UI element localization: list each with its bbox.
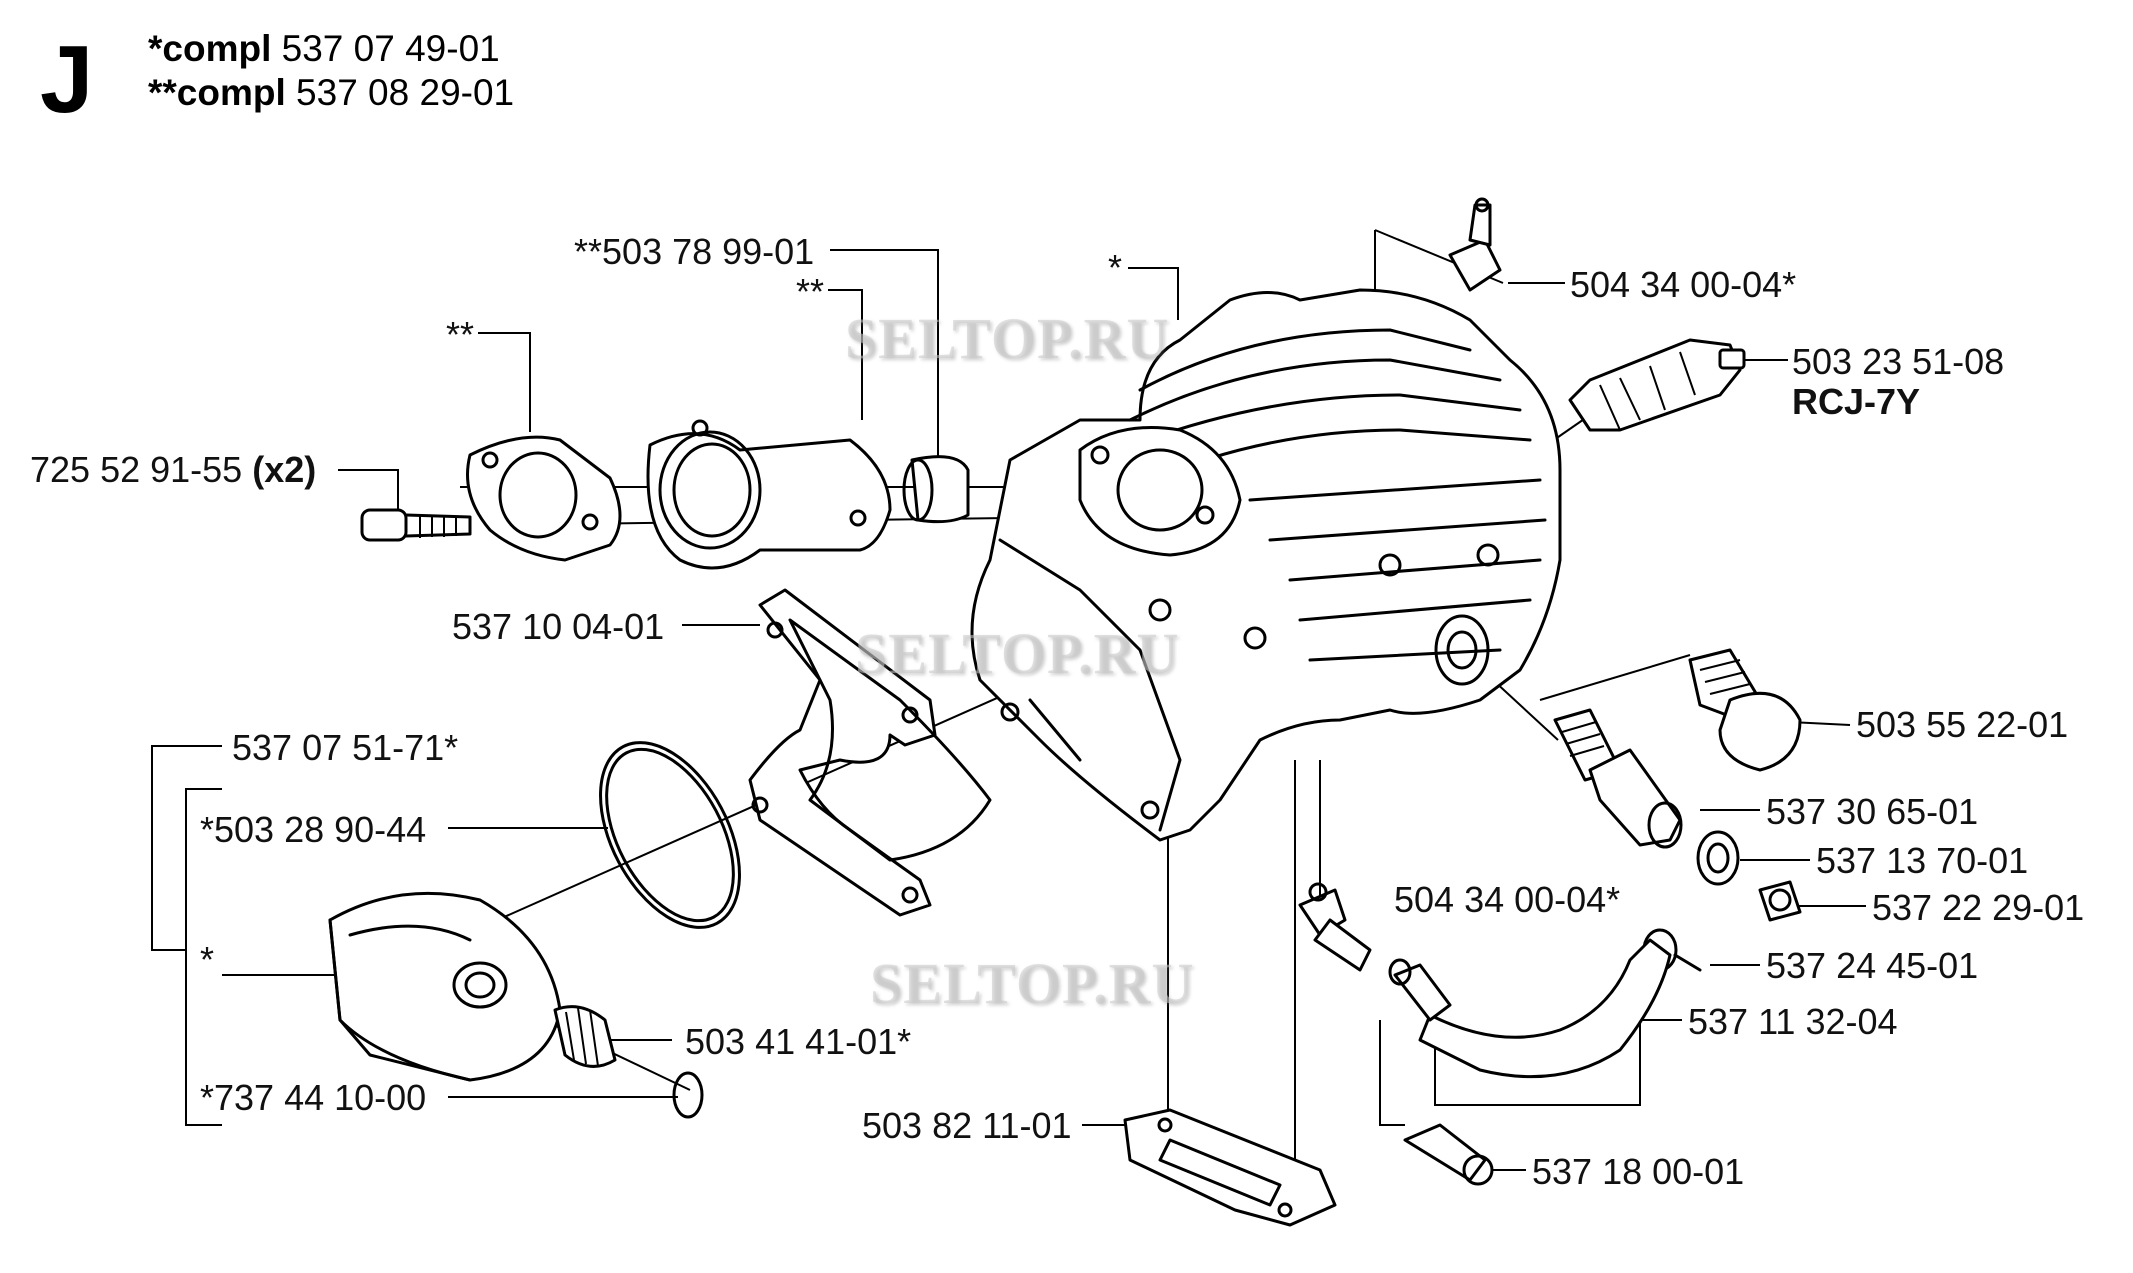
- circlip-part: [672, 1071, 704, 1119]
- washer-part: [1696, 830, 1740, 886]
- compl-1-prefix: *compl: [148, 28, 272, 69]
- callout-503789901: **503 78 99-01: [574, 231, 815, 272]
- needle-bearing-part: [553, 1005, 617, 1068]
- callout-504340004-top: 504 34 00-04*: [1570, 264, 1797, 305]
- watermark: SELTOP.RU: [855, 621, 1180, 686]
- callout-double-star-intake: **: [796, 271, 825, 312]
- callout-537137001: 537 13 70-01: [1816, 840, 2029, 881]
- callout-537180001: 537 18 00-01: [1532, 1151, 1745, 1192]
- compl-2-prefix: **compl: [148, 72, 286, 113]
- callout-star-piston: *: [200, 939, 215, 980]
- callout-503821101: 503 82 11-01: [862, 1105, 1072, 1146]
- callout-537113204: 537 11 32-04: [1688, 1001, 1898, 1042]
- watermark: SELTOP.RU: [870, 951, 1195, 1016]
- elbow-fitting-mid-part: [1298, 882, 1372, 972]
- compl-1-number: 537 07 49-01: [281, 28, 500, 69]
- intake-adapter-part: [646, 419, 892, 570]
- screw-part: [360, 508, 472, 542]
- callout-503552201: 503 55 22-01: [1856, 704, 2069, 745]
- elbow-fitting-top-part: [1448, 197, 1502, 292]
- callout-725529155-number: 725 52 91-55: [30, 449, 243, 490]
- callout-537306501: 537 30 65-01: [1766, 791, 1979, 832]
- callout-star-cylinder: *: [1108, 247, 1123, 288]
- callout-725529155: 725 52 91-55 (x2): [30, 450, 316, 490]
- callout-537100401: 537 10 04-01: [452, 606, 665, 647]
- callout-503414101: 503 41 41-01*: [685, 1021, 912, 1062]
- callout-537244501: 537 24 45-01: [1766, 945, 1979, 986]
- plug-part: [1688, 648, 1802, 772]
- compl-line-1: *compl 537 07 49-01: [148, 28, 500, 70]
- piston-ring-part: [599, 741, 741, 929]
- callout-rcj7y: RCJ-7Y: [1792, 381, 1921, 422]
- callout-double-star-flange: **: [446, 314, 475, 355]
- flange-gasket-part: [466, 435, 622, 562]
- muffler-gasket-part: [1123, 1108, 1337, 1227]
- callout-537222901: 537 22 29-01: [1872, 887, 2085, 928]
- filter-pin-part: [1403, 1123, 1494, 1186]
- callout-725529155-qty: (x2): [252, 449, 317, 490]
- watermark: SELTOP.RU: [845, 306, 1170, 371]
- base-gasket-part: [748, 588, 992, 917]
- bolt-part: [1758, 880, 1802, 922]
- callout-737441000: *737 44 10-00: [200, 1077, 427, 1118]
- cylinder-part: [970, 288, 1562, 842]
- section-letter: J: [40, 26, 94, 133]
- callout-504340004-mid: 504 34 00-04*: [1394, 879, 1621, 920]
- spark-plug-part: [1568, 338, 1746, 432]
- compl-line-2: **compl 537 08 29-01: [148, 72, 514, 114]
- decompression-valve-part: [1553, 708, 1683, 849]
- sleeve-part: [902, 455, 970, 524]
- callout-537075171: 537 07 51-71*: [232, 727, 459, 768]
- callout-503289044: *503 28 90-44: [200, 809, 427, 850]
- callout-503235108: 503 23 51-08: [1792, 341, 2005, 382]
- hose-fitting-part: [1388, 958, 1452, 1022]
- compl-2-number: 537 08 29-01: [296, 72, 515, 113]
- hose-part: [1418, 938, 1672, 1079]
- piston-part: [328, 891, 562, 1082]
